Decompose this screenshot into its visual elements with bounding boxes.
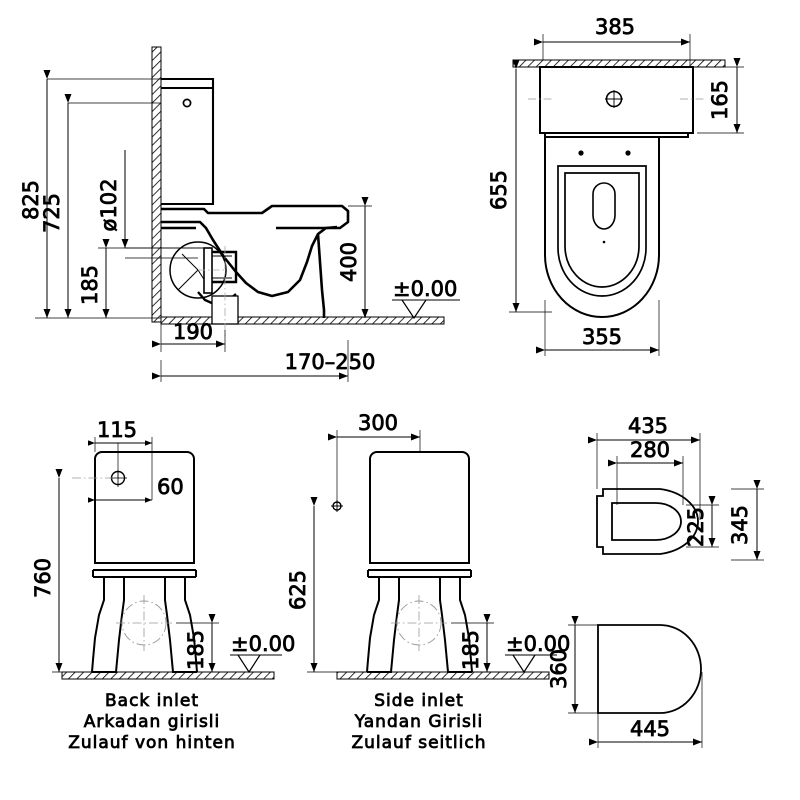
trap-outlet <box>169 241 239 325</box>
plan-seat-fixing-right <box>625 150 631 156</box>
dim-dia-102: ø102 <box>97 150 204 259</box>
back-inlet-caption: Back inlet Arkadan girisli Zulauf von hi… <box>68 691 236 754</box>
floor-level-symbol-back: ±0.00 <box>230 632 296 674</box>
wall-hatched <box>151 46 162 323</box>
dim-655: 655 <box>487 60 552 313</box>
dim-label-floor-level-side: ±0.00 <box>393 277 457 301</box>
dim-label-190: 190 <box>173 320 213 344</box>
plan-wall-hatched <box>512 59 726 68</box>
seat-side-outline <box>597 624 702 714</box>
dim-label-floor-level-sideinlet: ±0.00 <box>506 632 570 656</box>
cistern-outline <box>161 77 215 206</box>
dim-label-400: 400 <box>337 242 361 282</box>
side-inlet-trap-circle <box>391 595 447 651</box>
plan-center-dot <box>602 240 606 244</box>
dim-445: 445 <box>589 672 703 748</box>
dim-label-185-back: 185 <box>184 630 208 670</box>
dim-label-655: 655 <box>487 170 511 210</box>
dim-360: 360 <box>547 616 598 714</box>
seat-plan-outline <box>596 488 699 555</box>
plan-bowl-outline <box>544 137 660 318</box>
dim-280: 280 <box>608 438 684 505</box>
side-inlet-caption: Side inlet Yandan Girisli Zulauf seitlic… <box>351 691 487 754</box>
plan-cistern <box>539 66 694 138</box>
caption-back-inlet-en: Back inlet <box>105 691 199 711</box>
side-inlet-cistern <box>367 451 472 578</box>
dim-label-345: 345 <box>728 505 752 545</box>
caption-side-inlet-en: Side inlet <box>374 691 464 711</box>
dim-625: 625 <box>286 497 367 673</box>
dim-165: 165 <box>697 58 744 134</box>
dim-label-760: 760 <box>31 558 55 598</box>
dim-760: 760 <box>31 469 92 673</box>
cistern-inlet-hole <box>182 98 192 108</box>
dim-115: 115 <box>88 418 153 500</box>
side-inlet-floor-hatched <box>336 671 550 680</box>
back-inlet-trap-circle <box>116 595 172 651</box>
floor-hatched <box>160 316 445 325</box>
dim-300: 300 <box>328 411 421 506</box>
dim-label-725: 725 <box>40 193 64 233</box>
dim-label-170-250: 170–250 <box>285 350 376 374</box>
dim-label-355: 355 <box>582 325 622 349</box>
dim-435: 435 <box>588 414 701 520</box>
dim-label-445: 445 <box>630 717 670 741</box>
dim-400: 400 <box>337 197 372 318</box>
caption-side-inlet-de: Zulauf seitlich <box>352 733 487 753</box>
dim-185-back: 185 <box>176 614 219 672</box>
dim-label-60: 60 <box>157 475 184 499</box>
plan-inlet-crosshair <box>605 90 623 108</box>
caption-back-inlet-de: Zulauf von hinten <box>68 733 236 753</box>
dim-label-300: 300 <box>358 411 398 435</box>
dim-185-side: 185 <box>78 239 204 318</box>
view-seat-plan: 435 280 225 345 <box>588 414 764 561</box>
caption-back-inlet-tr: Arkadan girisli <box>84 712 221 732</box>
dim-170-250: 170–250 <box>152 340 376 382</box>
dim-185-sideinlet: 185 <box>451 614 494 672</box>
pan-outline <box>161 204 350 318</box>
dim-label-185-sideinlet: 185 <box>459 630 483 670</box>
floor-level-symbol-sideinlet: ±0.00 <box>505 632 571 674</box>
back-inlet-pedestal <box>91 577 198 673</box>
back-inlet-floor-hatched <box>61 671 275 680</box>
back-inlet-cistern <box>92 451 197 578</box>
dim-label-435: 435 <box>628 414 668 438</box>
dim-345: 345 <box>728 480 764 561</box>
dim-label-625: 625 <box>286 570 310 610</box>
view-seat-side: 360 445 <box>547 616 703 748</box>
dim-label-floor-level-back: ±0.00 <box>231 632 295 656</box>
dim-label-825: 825 <box>19 180 43 220</box>
side-inlet-pedestal <box>366 577 473 673</box>
floor-level-symbol-side: ±0.00 <box>392 277 460 320</box>
dim-label-185-side: 185 <box>78 265 102 305</box>
dim-label-225: 225 <box>684 507 708 547</box>
dim-label-dia-102: ø102 <box>97 179 121 232</box>
dim-60: 60 <box>88 475 184 503</box>
plan-inner-pocket <box>592 182 616 230</box>
view-back-inlet: 115 60 760 185 ±0.00 Back inlet <box>31 418 296 754</box>
view-side-section: 825 725 ø102 185 400 ±0.00 <box>19 46 460 382</box>
dim-label-385: 385 <box>595 15 635 39</box>
view-plan: 385 165 655 355 <box>487 15 744 356</box>
plan-seat-ring <box>557 165 647 297</box>
dim-385: 385 <box>534 15 691 67</box>
dim-825: 825 <box>19 70 161 319</box>
dim-190: 190 <box>152 320 226 352</box>
dim-225: 225 <box>684 496 719 547</box>
dim-label-280: 280 <box>630 438 670 462</box>
dim-label-165: 165 <box>708 80 732 120</box>
dim-label-115: 115 <box>97 418 137 442</box>
view-side-inlet: 300 625 185 ±0.00 Side inlet Yandan Giri… <box>286 411 571 754</box>
dim-725: 725 <box>40 94 161 318</box>
dim-355: 355 <box>536 300 660 356</box>
dim-label-360: 360 <box>547 649 571 689</box>
caption-side-inlet-tr: Yandan Girisli <box>354 712 484 732</box>
back-inlet-hole <box>72 470 127 487</box>
plan-seat-fixing-left <box>578 150 584 156</box>
